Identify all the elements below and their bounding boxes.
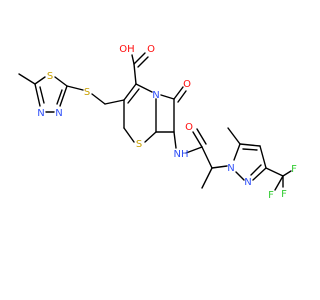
atom-o-lactam: O bbox=[183, 79, 191, 90]
bond-carbonyl-ch bbox=[201, 146, 213, 169]
bond-thioether-ch2 bbox=[91, 93, 106, 105]
bond-cf3-f3 bbox=[274, 175, 284, 191]
atom-n-pyrazole-1: N bbox=[227, 163, 234, 174]
atom-label: O bbox=[183, 79, 191, 90]
bond-ch2-c3 bbox=[104, 99, 125, 105]
atom-label: F bbox=[268, 190, 274, 201]
bond-pyrazole-c4-c3 bbox=[259, 145, 267, 169]
bond-c7-nh bbox=[173, 131, 177, 149]
bond-thiadiazole-c5-s bbox=[34, 76, 46, 85]
bond-thiadiazole-c2-n bbox=[59, 85, 68, 107]
bond-nh-carbonyl bbox=[185, 146, 203, 154]
atom-o-amide: O bbox=[185, 122, 193, 133]
atom-label: N bbox=[55, 108, 62, 119]
atom-label: OH bbox=[119, 44, 134, 55]
atom-oh-acid: OH bbox=[119, 44, 134, 55]
atom-f-1: F bbox=[291, 164, 297, 175]
bond-thiadiazole-n-c5-double bbox=[39, 86, 45, 104]
bond-carbonyl-o-double bbox=[196, 128, 207, 145]
atom-s-thioether: S bbox=[84, 87, 90, 98]
bond-pyrazole-c3-n2-double bbox=[250, 164, 262, 176]
bond-c6-s bbox=[144, 131, 157, 143]
bond-carboxyl-o-double bbox=[137, 56, 149, 68]
atom-labels: S N N S OH O N O S NH O bbox=[37, 44, 297, 201]
bond-n-c8 bbox=[160, 94, 175, 100]
bond-pyrazole-c5-c4-double bbox=[242, 148, 258, 151]
atom-label: S bbox=[84, 87, 90, 98]
atom-n-lactam: N bbox=[152, 90, 159, 101]
bond-cf3-f1 bbox=[282, 170, 292, 177]
bond-pyrazole-c5-c4 bbox=[239, 143, 261, 147]
atom-label: NH bbox=[174, 149, 189, 160]
atom-n-thiadiazole-b: N bbox=[55, 108, 62, 119]
bond-thiadiazole-s-c2 bbox=[54, 76, 68, 87]
bond-s-c2 bbox=[123, 127, 135, 143]
bond-pyrazole-cf3 bbox=[265, 167, 284, 177]
atom-nh-amide: NH bbox=[174, 149, 189, 160]
atom-label: F bbox=[291, 164, 297, 175]
atom-label: N bbox=[152, 90, 159, 101]
atom-s-thiadiazole: S bbox=[47, 71, 53, 82]
bond-pyrazole-n1-c5 bbox=[233, 143, 241, 161]
bond-c3-c4-double bbox=[127, 88, 140, 104]
atom-label: O bbox=[147, 44, 155, 55]
bond-ch-pyrazole-n bbox=[211, 165, 228, 169]
bond-thiadiazole-n-c5 bbox=[34, 83, 41, 107]
bond-c3-c4 bbox=[123, 83, 137, 101]
bond-pyrazole-n2-n1 bbox=[235, 171, 245, 181]
bond-c8-o bbox=[173, 86, 184, 100]
atom-label: S bbox=[136, 139, 142, 150]
atom-o-acid: O bbox=[147, 44, 155, 55]
atom-label: S bbox=[47, 71, 53, 82]
bond-thiadiazole-c2-n-double bbox=[56, 89, 63, 105]
bond-thiadiazole-s-thioether bbox=[66, 85, 84, 91]
atom-n-thiadiazole-a: N bbox=[37, 108, 44, 119]
molecule-structure: S N N S OH O N O S NH O bbox=[18, 44, 297, 201]
bond-c4-carboxyl bbox=[133, 63, 137, 85]
bond-c8-o-double bbox=[177, 90, 187, 103]
atom-label: N bbox=[244, 177, 251, 188]
atom-s-ring: S bbox=[136, 139, 142, 150]
atom-label: N bbox=[37, 108, 44, 119]
bond-carboxyl-o bbox=[133, 52, 146, 65]
atom-f-2: F bbox=[281, 189, 287, 200]
bond-pyrazole-c3-n2 bbox=[252, 167, 267, 181]
atom-n-pyrazole-2: N bbox=[244, 177, 251, 188]
bond-ch-methyl bbox=[201, 167, 213, 189]
atom-f-3: F bbox=[268, 190, 274, 201]
bond-carboxyl-oh bbox=[131, 54, 135, 65]
bond-pyrazole-methyl bbox=[227, 127, 241, 145]
bond-carbonyl-o bbox=[192, 131, 203, 148]
atom-label: O bbox=[185, 122, 193, 133]
bond-methyl-thiadiazole bbox=[18, 73, 36, 85]
atom-label: F bbox=[281, 189, 287, 200]
bond-c4-n bbox=[135, 83, 153, 93]
atom-label: N bbox=[227, 163, 234, 174]
bond-skeleton bbox=[18, 52, 292, 191]
